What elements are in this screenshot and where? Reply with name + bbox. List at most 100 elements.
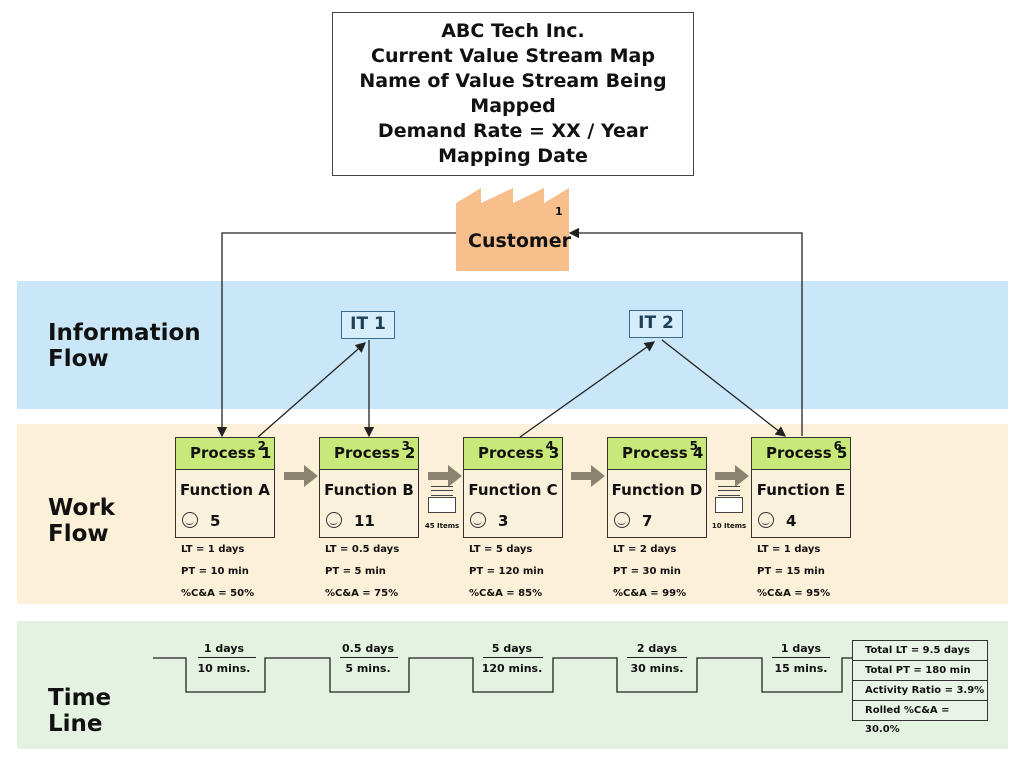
process2-process-time: PT = 5 min <box>325 566 386 577</box>
rolled-ca: Rolled %C&A = 30.0% <box>865 705 950 735</box>
push-arrow-icon <box>428 465 462 487</box>
timeline-process-5: 15 mins. <box>774 662 828 675</box>
timeline-lead-2: 0.5 days <box>342 642 394 655</box>
push-arrow-icon <box>715 465 749 487</box>
operator-count: 3 <box>498 512 509 530</box>
process-header: Process 5 6 <box>752 438 850 470</box>
timeline-lead-4: 2 days <box>636 642 678 655</box>
timeline-divider <box>627 657 687 658</box>
process-box-1: Process 1 2 Function A 5 <box>175 437 275 538</box>
process5-process-time: PT = 15 min <box>757 566 825 577</box>
process3-to-it2-line <box>519 341 656 438</box>
inventory-icon <box>715 486 743 514</box>
map-title-box: ABC Tech Inc. Current Value Stream Map N… <box>332 12 694 176</box>
operator-icon <box>470 512 486 528</box>
process-name: Process 5 <box>766 444 848 462</box>
operator-icon <box>758 512 774 528</box>
time-line-lane <box>17 621 1008 749</box>
process-header: Process 1 2 <box>176 438 274 470</box>
operator-icon <box>182 512 198 528</box>
process-box-3: Process 3 4 Function C 3 <box>463 437 563 538</box>
operator-count: 4 <box>786 512 797 530</box>
timeline-divider <box>340 657 398 658</box>
demand-rate: Demand Rate = XX / Year <box>377 120 649 142</box>
value-stream-name: Name of Value Stream Being Mapped <box>359 70 667 117</box>
process-number: 3 <box>401 439 410 453</box>
process1-ca: %C&A = 50% <box>181 588 255 599</box>
process4-process-time: PT = 30 min <box>613 566 681 577</box>
process1-to-it1-line <box>257 342 366 438</box>
process-function: Function B <box>324 481 414 499</box>
operator-count: 5 <box>210 512 221 530</box>
process3-process-time: PT = 120 min <box>469 566 544 577</box>
process-box-4: Process 4 5 Function D 7 <box>607 437 707 538</box>
customer-label: Customer <box>468 230 571 252</box>
process-header: Process 3 4 <box>464 438 562 470</box>
company-name: ABC Tech Inc. <box>441 20 585 42</box>
process-box-2: Process 2 3 Function B 11 <box>319 437 419 538</box>
total-process-time: Total PT = 180 min <box>853 661 987 681</box>
process-number: 4 <box>545 439 554 453</box>
process5-to-customer-line <box>568 227 803 436</box>
process2-lead-time: LT = 0.5 days <box>325 544 400 555</box>
timeline-lead-5: 1 days <box>780 642 822 655</box>
process4-lead-time: LT = 2 days <box>613 544 677 555</box>
inventory-icon <box>428 486 456 514</box>
operator-icon <box>614 512 630 528</box>
process-number: 2 <box>257 439 266 453</box>
operator-count: 7 <box>642 512 653 530</box>
activity-ratio: Activity Ratio = 3.9% <box>853 681 987 701</box>
process3-ca: %C&A = 85% <box>469 588 543 599</box>
timeline-divider <box>198 657 256 658</box>
process5-lead-time: LT = 1 days <box>757 544 821 555</box>
process-name: Process 2 <box>334 444 416 462</box>
timeline-process-3: 120 mins. <box>481 662 543 675</box>
process-function: Function C <box>468 481 558 499</box>
push-arrow-icon <box>284 465 318 487</box>
process-name: Process 1 <box>190 444 272 462</box>
it-system-1: IT 1 <box>341 311 395 339</box>
timeline-lead-3: 5 days <box>491 642 533 655</box>
process5-ca: %C&A = 95% <box>757 588 831 599</box>
push-arrow-icon <box>571 465 605 487</box>
operator-icon <box>326 512 342 528</box>
process1-process-time: PT = 10 min <box>181 566 249 577</box>
process-function: Function D <box>611 481 703 499</box>
timeline-process-2: 5 mins. <box>345 662 391 675</box>
information-flow-lane <box>17 281 1008 409</box>
process-function: Function A <box>180 481 270 499</box>
inventory-label: 45 Items <box>424 522 460 530</box>
timeline-summary-box: Total LT = 9.5 days Total PT = 180 min A… <box>852 640 988 735</box>
process-function: Function E <box>756 481 846 499</box>
timeline-lead-1: 1 days <box>203 642 245 655</box>
process-number: 5 <box>689 439 698 453</box>
timeline-process-1: 10 mins. <box>197 662 251 675</box>
inventory-label: 10 Items <box>711 522 747 530</box>
it-system-2: IT 2 <box>629 310 683 338</box>
process-name: Process 4 <box>622 444 704 462</box>
operator-count: 11 <box>354 512 375 530</box>
mapping-date: Mapping Date <box>438 145 588 167</box>
customer-factory-icon <box>456 188 569 271</box>
timeline-divider <box>772 657 830 658</box>
process-number: 6 <box>833 439 842 453</box>
customer-to-process1-line <box>216 232 456 438</box>
map-type: Current Value Stream Map <box>371 45 655 67</box>
process3-lead-time: LT = 5 days <box>469 544 533 555</box>
process2-ca: %C&A = 75% <box>325 588 399 599</box>
customer-number: 1 <box>555 205 563 218</box>
timeline-divider <box>483 657 543 658</box>
process-header: Process 2 3 <box>320 438 418 470</box>
total-lead-time: Total LT = 9.5 days <box>853 641 987 661</box>
process4-ca: %C&A = 99% <box>613 588 687 599</box>
process-box-5: Process 5 6 Function E 4 <box>751 437 851 538</box>
it2-to-process5-line <box>661 339 787 437</box>
timeline-process-4: 30 mins. <box>630 662 684 675</box>
process1-lead-time: LT = 1 days <box>181 544 245 555</box>
process-header: Process 4 5 <box>608 438 706 470</box>
